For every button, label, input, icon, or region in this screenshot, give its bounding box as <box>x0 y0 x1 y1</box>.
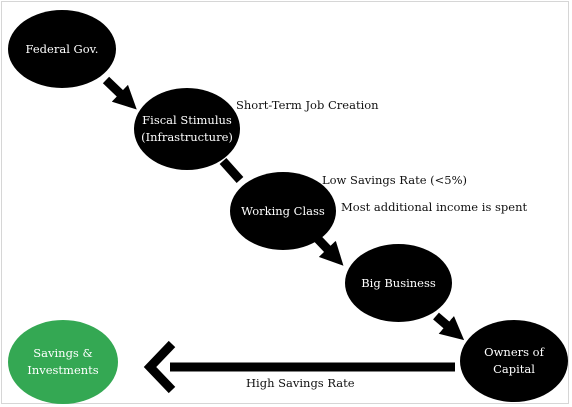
node-working-class-label: Working Class <box>241 203 325 218</box>
node-federal-gov-label: Federal Gov. <box>25 41 99 56</box>
node-working-class: Working Class <box>230 172 336 250</box>
annotation-income-spent: Most additional income is spent <box>341 200 528 214</box>
node-federal-gov: Federal Gov. <box>8 10 116 88</box>
node-fiscal-stimulus: Fiscal Stimulus (Infrastructure) <box>134 88 240 170</box>
node-big-business: Big Business <box>345 244 452 322</box>
node-fiscal-stimulus-label: Fiscal Stimulus (Infrastructure) <box>141 113 233 144</box>
arrow-bigbusiness-to-owners <box>433 312 465 341</box>
connector-stimulus-to-working <box>219 157 244 184</box>
annotation-high-savings: High Savings Rate <box>246 376 355 390</box>
node-owners-of-capital-label: Owners of Capital <box>484 345 544 376</box>
annotation-short-term-jobs: Short-Term Job Creation <box>236 98 379 112</box>
arrow-federal-to-stimulus <box>102 76 137 110</box>
node-savings-investments-label: Savings & Investments <box>27 346 99 377</box>
arrow-head-savings <box>143 340 176 394</box>
arrow-working-to-bigbusiness <box>312 233 344 266</box>
annotation-low-savings: Low Savings Rate (<5%) <box>322 173 468 187</box>
node-owners-of-capital: Owners of Capital <box>460 320 568 402</box>
node-savings-investments: Savings & Investments <box>8 320 118 404</box>
node-big-business-label: Big Business <box>361 275 436 290</box>
